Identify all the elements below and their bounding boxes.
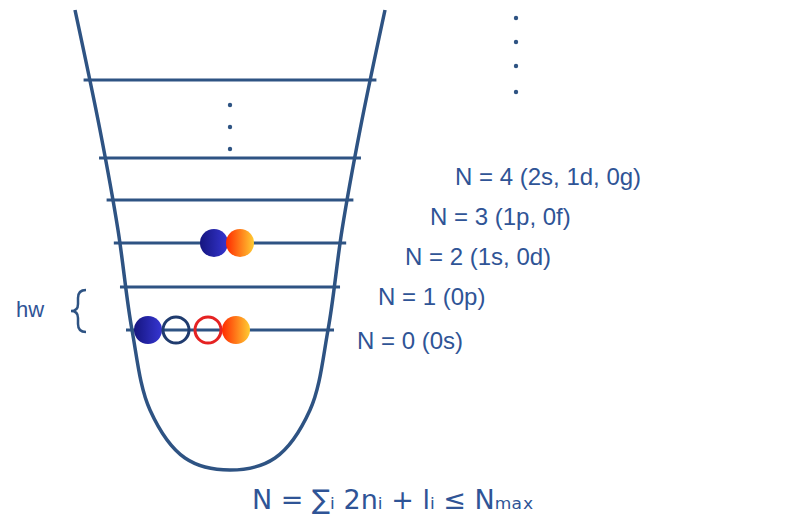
spacing-brace	[71, 290, 86, 332]
shell-label: N = 2 (1s, 0d)	[405, 243, 551, 271]
truncation-formula: N = ∑ᵢ 2nᵢ + lᵢ ≤ Nₘₐₓ	[252, 484, 534, 515]
energy-level	[99, 157, 361, 160]
energy-level	[120, 286, 340, 289]
energy-level	[107, 199, 354, 202]
energy-level	[84, 79, 377, 82]
ellipsis-dots	[228, 16, 518, 151]
shell-label: N = 3 (1p, 0f)	[430, 203, 571, 231]
shell-label: N = 0 (0s)	[357, 327, 463, 355]
spacing-label: hw	[16, 297, 44, 322]
shell-label: N = 1 (0p)	[378, 283, 485, 311]
potential-well	[75, 10, 385, 470]
nucleons	[134, 229, 254, 344]
shell-label: N = 4 (2s, 1d, 0g)	[455, 163, 641, 191]
